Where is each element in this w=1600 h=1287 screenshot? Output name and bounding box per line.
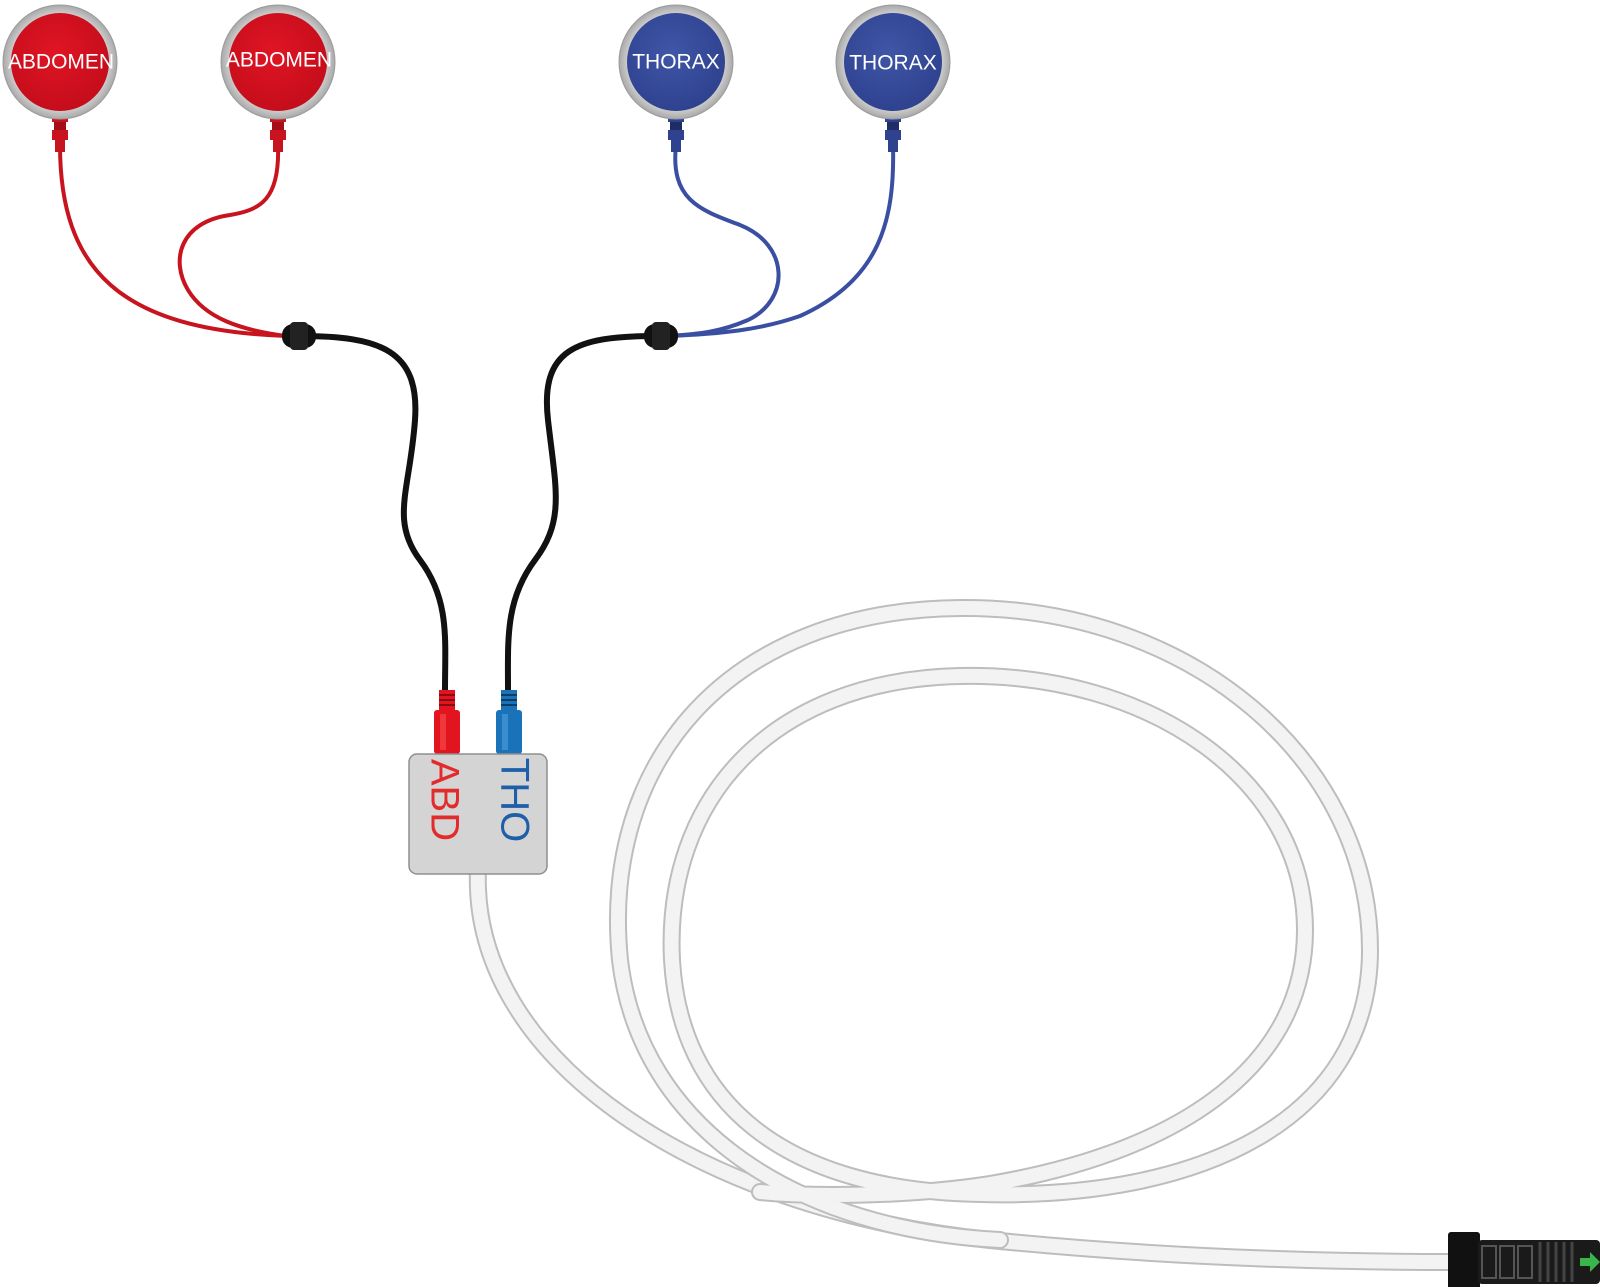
electrode-thorax-2[interactable]: THORAX [835, 4, 951, 120]
electrode-label: THORAX [849, 52, 937, 75]
electrode-label: ABDOMEN [226, 49, 332, 72]
right-arrow-icon [1580, 1252, 1600, 1272]
electrode-abdomen-1[interactable]: ABDOMEN [2, 4, 118, 120]
abd-plug[interactable] [434, 690, 460, 754]
abd-box-label: ABD [422, 759, 466, 841]
tho-plug[interactable] [496, 690, 522, 754]
main-cable [468, 598, 1461, 1271]
adapter-box: ABD THO [408, 753, 548, 875]
electrode-abdomen-2[interactable]: ABDOMEN [220, 4, 336, 120]
output-connector[interactable] [1448, 1232, 1600, 1287]
abd-splitter [282, 322, 316, 350]
tho-black-cable [504, 333, 658, 693]
abdomen-leads [58, 144, 287, 338]
electrode-stems [52, 112, 901, 152]
electrode-label: THORAX [632, 51, 720, 74]
tho-splitter [644, 322, 678, 350]
electrode-thorax-1[interactable]: THORAX [618, 4, 734, 120]
thorax-leads [667, 144, 896, 338]
electrode-label: ABDOMEN [8, 51, 114, 74]
tho-box-label: THO [492, 758, 536, 842]
abd-black-cable [297, 333, 449, 693]
